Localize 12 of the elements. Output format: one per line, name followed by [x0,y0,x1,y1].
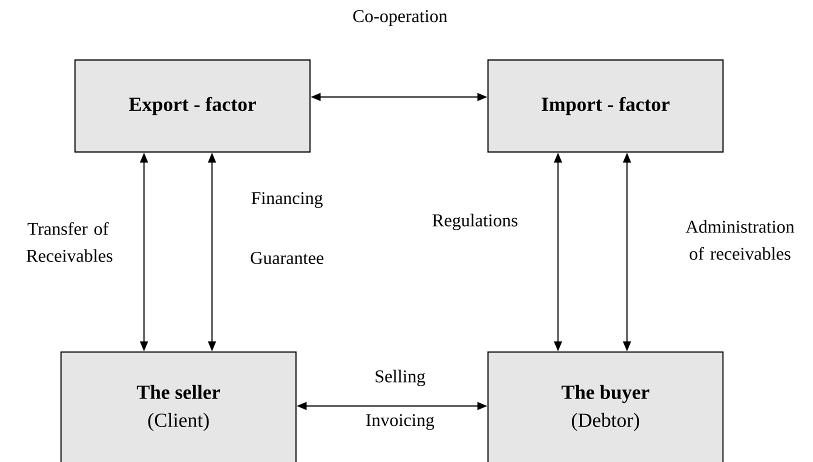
party-box: The seller (Client) [60,351,297,462]
text-label: Guarantee [250,252,324,264]
party-box: The buyer (Debtor) [487,351,724,462]
edge-label: Co-operation [353,10,448,26]
edge-label: Administration of receivables [686,220,794,260]
text-label: Invoicing [366,414,434,430]
edge-label: Regulations [432,214,518,230]
edge-label: Financing [252,192,323,208]
edge-label: Transfer of Receivables [26,222,112,262]
factor-box: Export - factor [74,59,311,153]
factor-box: Import - factor [487,59,724,153]
edge-label: Selling [376,370,426,386]
